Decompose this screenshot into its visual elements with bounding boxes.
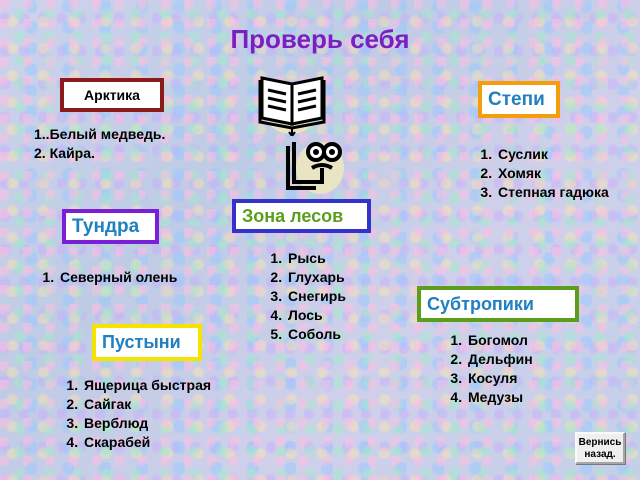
deserts-list: Ящерица быстрая Сайгак Верблюд Скарабей [58, 376, 211, 452]
steppe-list: Суслик Хомяк Степная гадюка [472, 145, 609, 202]
back-button[interactable]: Вернись назад. [575, 432, 625, 464]
arctic-list: 1..Белый медведь. 2. Кайра. [34, 125, 165, 163]
scholar-icon [282, 136, 346, 198]
arctic-label: Арктика [84, 87, 140, 103]
zone-label-arctic: Арктика [60, 78, 164, 112]
list-item: Снегирь [286, 287, 346, 306]
page-title: Проверь себя [230, 24, 410, 54]
list-item: Богомол [466, 331, 533, 350]
subtropics-list: Богомол Дельфин Косуля Медузы [442, 331, 533, 407]
list-item: Скарабей [82, 433, 211, 452]
zone-label-deserts: Пустыни [92, 324, 202, 361]
list-item: Степная гадюка [496, 183, 609, 202]
list-item: Северный олень [58, 268, 177, 287]
list-item: Суслик [496, 145, 609, 164]
list-item: Ящерица быстрая [82, 376, 211, 395]
tundra-list: Северный олень [34, 268, 177, 287]
list-item: 2. Кайра. [34, 145, 95, 161]
zone-label-forest: Зона лесов [232, 199, 371, 233]
list-item: Верблюд [82, 414, 211, 433]
list-item: Косуля [466, 369, 533, 388]
list-item: Дельфин [466, 350, 533, 369]
list-item: Хомяк [496, 164, 609, 183]
zone-label-tundra: Тундра [62, 209, 159, 244]
zone-label-steppe: Степи [478, 81, 560, 118]
list-item: Глухарь [286, 268, 346, 287]
list-item: Сайгак [82, 395, 211, 414]
forest-list: Рысь Глухарь Снегирь Лось Соболь [262, 249, 346, 344]
steppe-label: Степи [488, 88, 545, 110]
list-item: Рысь [286, 249, 346, 268]
list-item: 1..Белый медведь. [34, 126, 166, 142]
forest-label: Зона лесов [242, 205, 344, 226]
back-button-label: Вернись назад. [578, 437, 622, 460]
list-item: Лось [286, 306, 346, 325]
list-item: Соболь [286, 325, 346, 344]
tundra-label: Тундра [72, 215, 140, 237]
deserts-label: Пустыни [102, 332, 181, 352]
zone-label-subtropics: Субтропики [417, 286, 579, 322]
book-icon [258, 64, 330, 138]
subtropics-label: Субтропики [427, 293, 534, 314]
list-item: Медузы [466, 388, 533, 407]
